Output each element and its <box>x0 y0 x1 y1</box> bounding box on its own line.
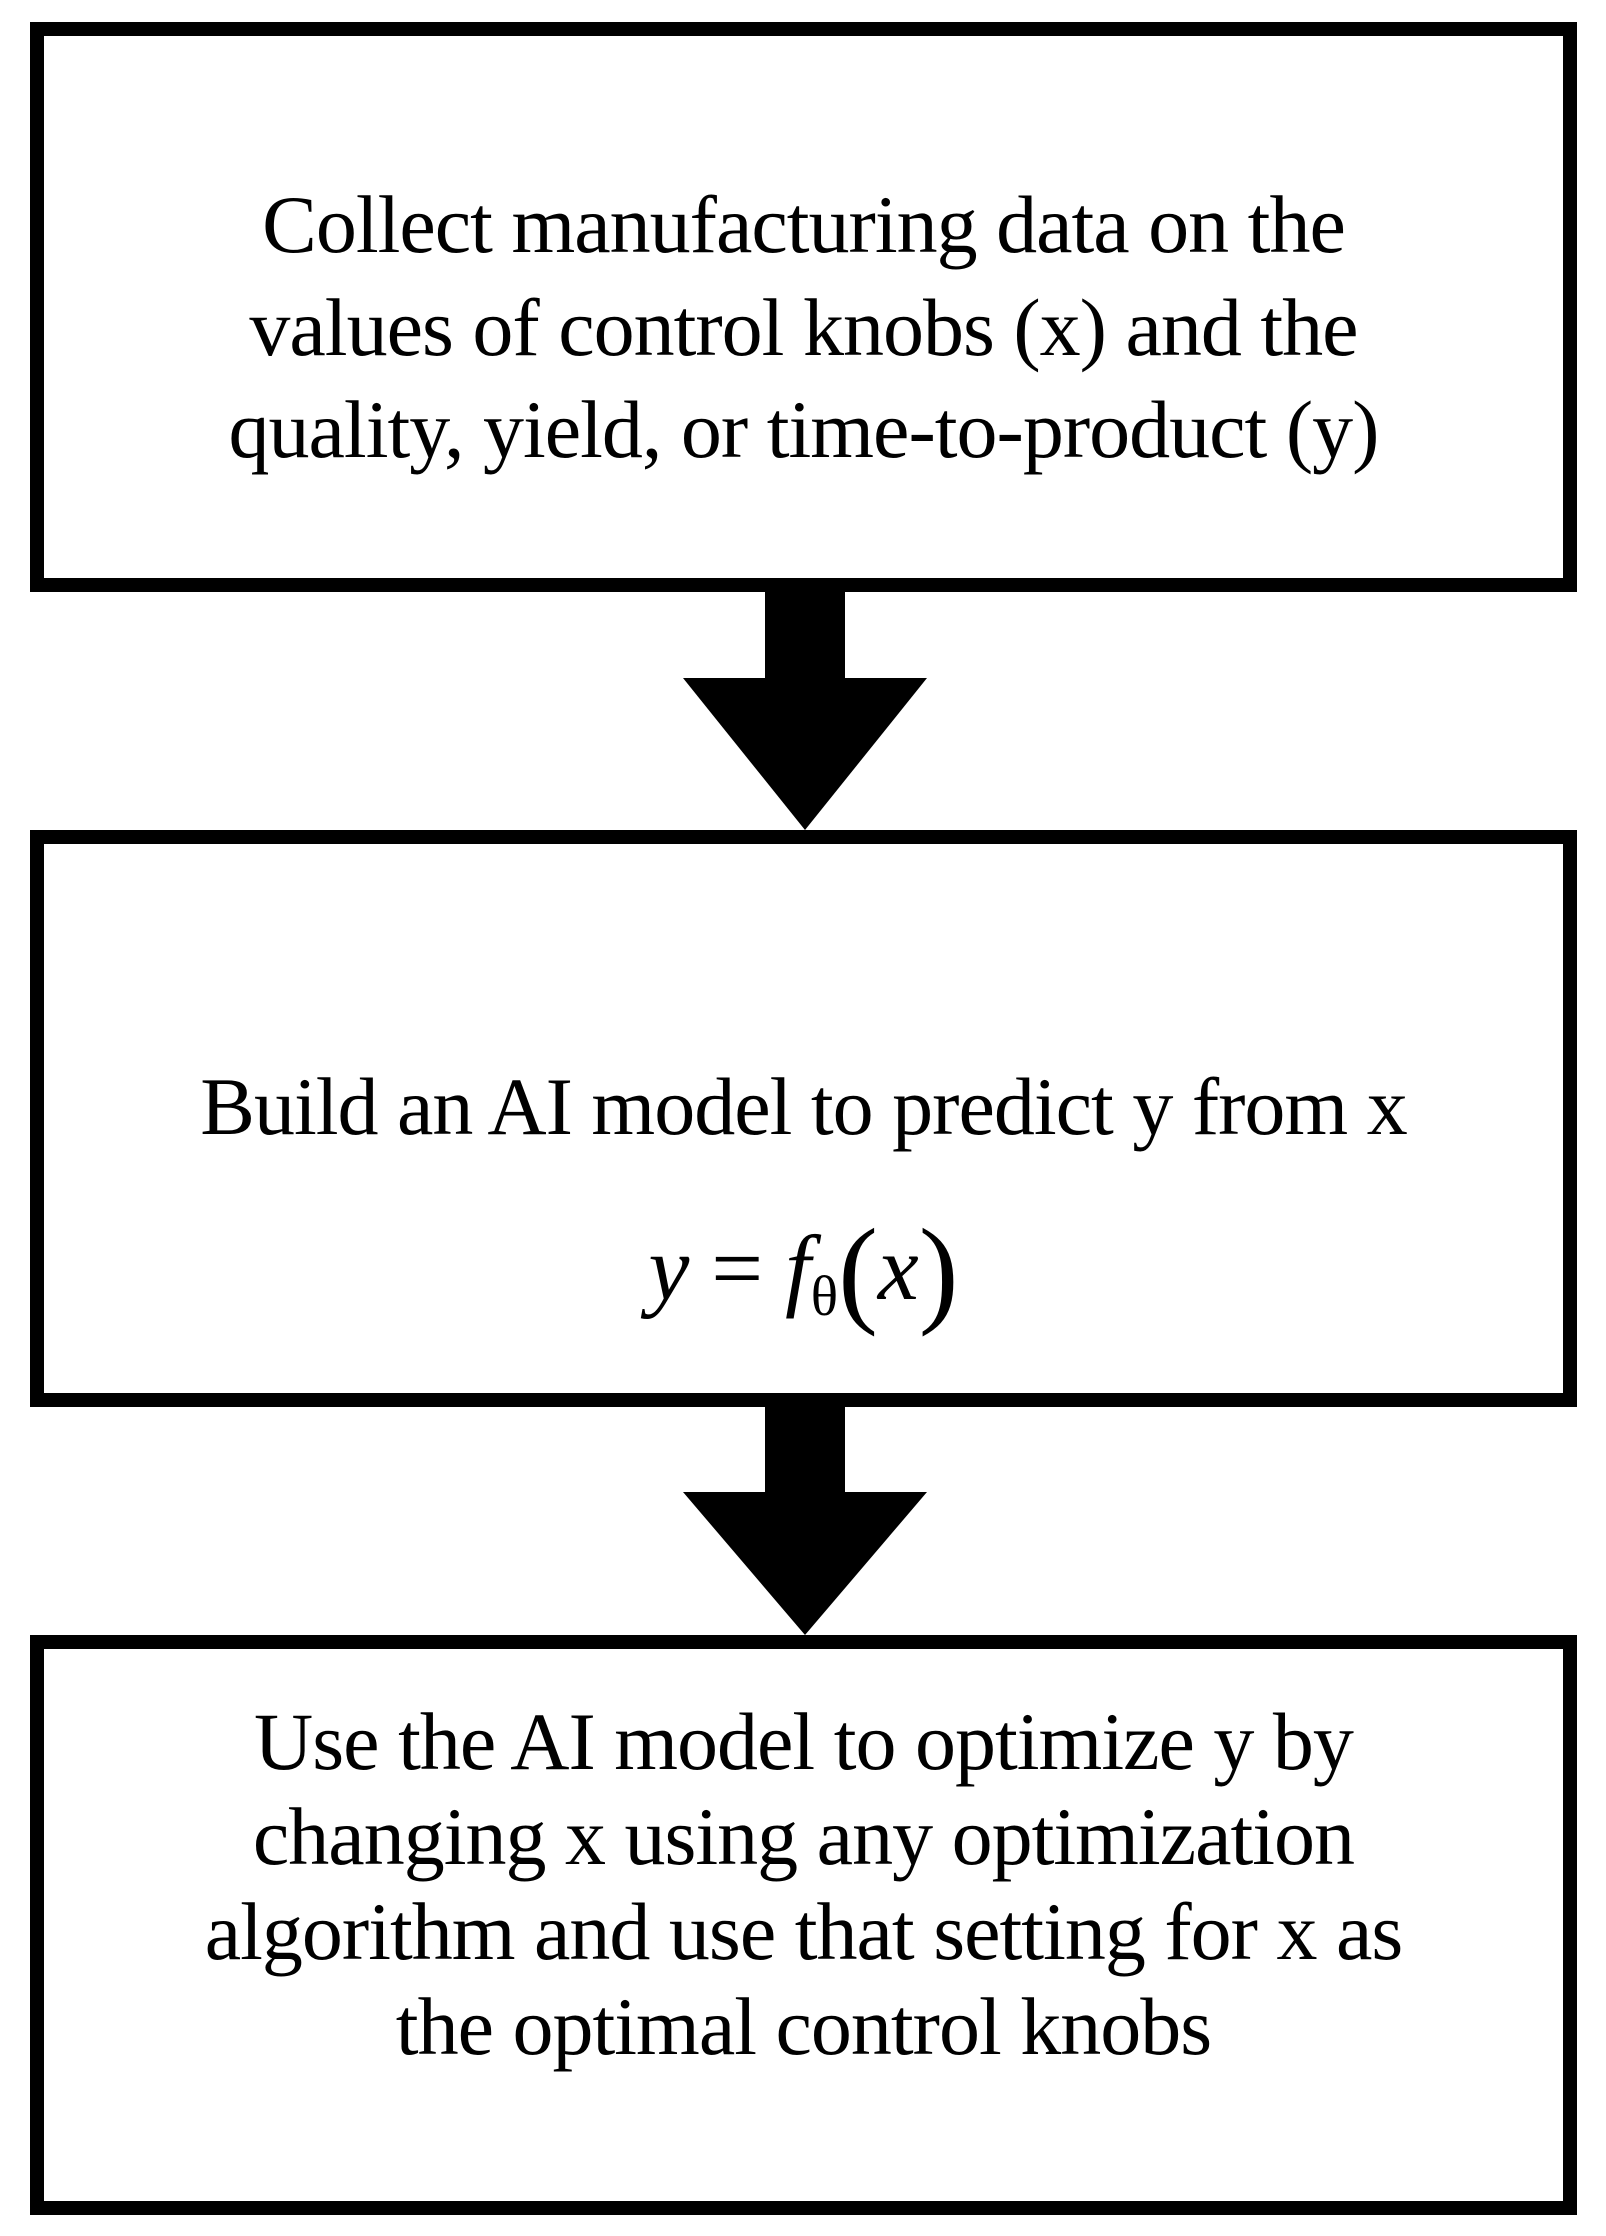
equation-lhs: y <box>648 1217 690 1319</box>
text-line: Build an AI model to predict y from x <box>200 1061 1407 1153</box>
arrow-stem <box>765 592 845 678</box>
equation-equals-sign: = <box>711 1217 764 1319</box>
flowchart-box-build-model: Build an AI model to predict y from x y=… <box>30 830 1577 1407</box>
text-line: quality, yield, or time-to-product (y) <box>228 384 1380 476</box>
collect-data-text: Collect manufacturing data on the values… <box>228 174 1380 482</box>
text-line: Use the AI model to optimize y by <box>254 1695 1354 1787</box>
text-line: values of control knobs (x) and the <box>249 281 1358 373</box>
equation-argument: x <box>877 1217 919 1319</box>
equation-left-paren: ( <box>838 1203 878 1337</box>
arrow-head <box>683 678 927 830</box>
flowchart-box-optimize: Use the AI model to optimize y by changi… <box>30 1635 1577 2215</box>
equation-right-paren: ) <box>918 1203 959 1337</box>
flowchart-box-collect-data: Collect manufacturing data on the values… <box>30 22 1577 592</box>
equation-theta-subscript: θ <box>810 1264 839 1328</box>
optimize-text: Use the AI model to optimize y by changi… <box>204 1694 1404 2074</box>
text-line: changing x using any optimization <box>252 1790 1355 1882</box>
down-arrow-icon <box>683 592 927 830</box>
down-arrow-icon <box>683 1407 927 1635</box>
text-line: Collect manufacturing data on the <box>262 179 1346 271</box>
text-line: algorithm and use that setting for x as <box>204 1886 1404 1977</box>
equation-function: f <box>785 1217 811 1319</box>
arrow-stem <box>765 1407 845 1492</box>
text-line: the optimal control knobs <box>395 1981 1212 2073</box>
build-model-text: Build an AI model to predict y from x <box>200 1056 1407 1159</box>
model-equation: y=fθ(x) <box>648 1211 958 1331</box>
arrow-head <box>683 1492 927 1635</box>
